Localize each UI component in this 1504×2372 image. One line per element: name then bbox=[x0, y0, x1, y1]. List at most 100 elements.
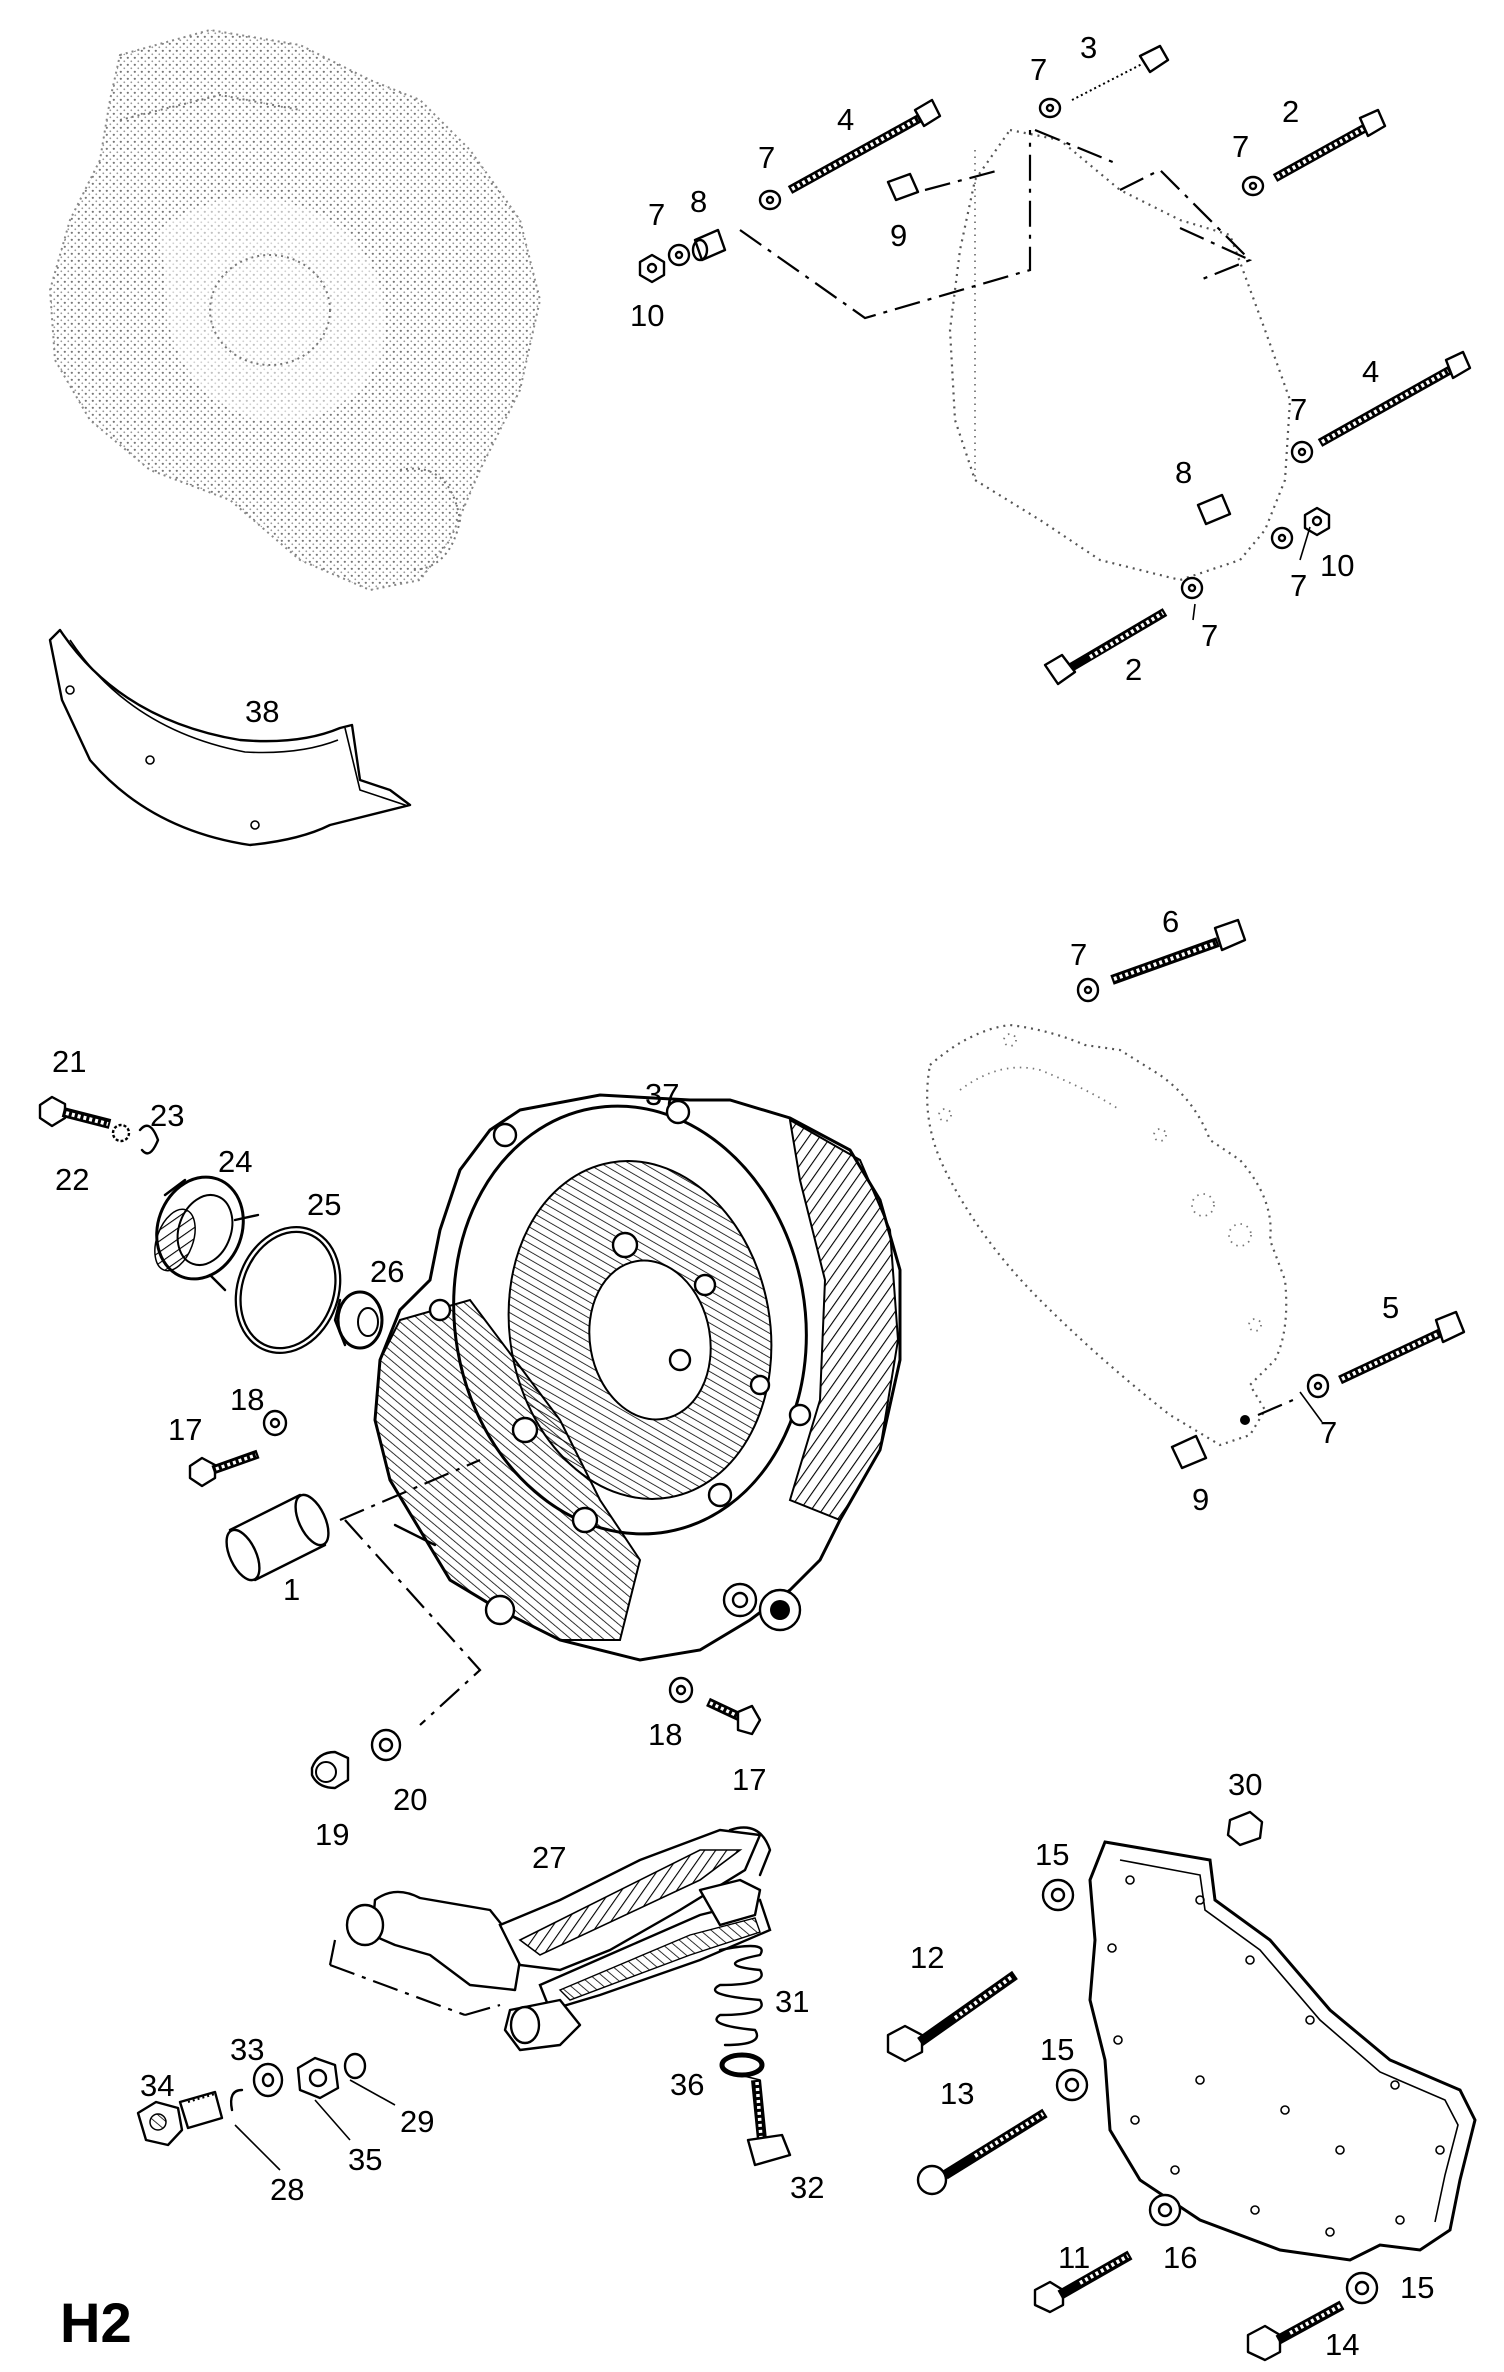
callout-9-a: 9 bbox=[890, 218, 907, 253]
part-4-bolt-right bbox=[1317, 350, 1472, 447]
callout-34: 34 bbox=[140, 2068, 174, 2103]
bottom-cover-plate bbox=[1088, 1840, 1477, 2262]
part-17-bolt-right bbox=[706, 1697, 762, 1736]
callout-31: 31 bbox=[775, 1984, 809, 2019]
part-2-bolt-lower bbox=[1043, 608, 1168, 686]
callout-12: 12 bbox=[910, 1940, 944, 1975]
part-25-o-ring bbox=[234, 1225, 342, 1355]
part-14-bolt bbox=[1246, 2300, 1345, 2362]
callout-leaders bbox=[234, 526, 1323, 2171]
part-20-washer bbox=[370, 1728, 402, 1762]
callout-18-b: 18 bbox=[648, 1717, 682, 1752]
callout-11: 11 bbox=[1058, 2240, 1090, 2275]
callout-7-f: 7 bbox=[1290, 568, 1307, 603]
part-16-washer bbox=[1148, 2193, 1182, 2227]
callout-7-h: 7 bbox=[1070, 937, 1087, 972]
cover-plate-outline bbox=[948, 128, 1292, 582]
callout-28: 28 bbox=[270, 2172, 304, 2207]
part-5-bolt bbox=[1170, 1310, 1466, 1470]
leader-lines-middle bbox=[339, 1458, 482, 1726]
part-23-circlip bbox=[138, 1124, 160, 1155]
callout-32: 32 bbox=[790, 2170, 824, 2205]
callout-17-b: 17 bbox=[732, 1762, 766, 1797]
callout-labels: 3 7 4 2 7 7 7 8 9 10 4 7 8 7 10 7 2 38 6… bbox=[52, 30, 1434, 2362]
callout-10-b: 10 bbox=[1320, 548, 1354, 583]
part-31-spring bbox=[713, 1944, 763, 2047]
part-17-bolt-left bbox=[188, 1449, 260, 1488]
callout-7-i: 7 bbox=[1320, 1415, 1337, 1450]
callout-2-b: 2 bbox=[1125, 652, 1142, 687]
part-27-shift-mechanism bbox=[328, 1826, 772, 2052]
part-29-ring bbox=[343, 2052, 367, 2080]
callout-3: 3 bbox=[1080, 30, 1097, 65]
part-26-seal bbox=[333, 1290, 384, 1350]
callout-7-b: 7 bbox=[1232, 129, 1249, 164]
part-33-washer bbox=[252, 2062, 284, 2098]
page-code: H2 bbox=[60, 2291, 132, 2354]
callout-33: 33 bbox=[230, 2032, 264, 2067]
part-32-plunger bbox=[746, 2079, 792, 2167]
part-15-washers bbox=[1041, 1878, 1379, 2305]
callout-19: 19 bbox=[315, 1817, 349, 1852]
callout-27: 27 bbox=[532, 1840, 566, 1875]
leader-lines-top bbox=[739, 128, 1252, 320]
callout-23: 23 bbox=[150, 1098, 184, 1133]
part-38-bracket bbox=[48, 628, 412, 847]
callout-14: 14 bbox=[1325, 2327, 1359, 2362]
callout-20: 20 bbox=[393, 1782, 427, 1817]
callout-29: 29 bbox=[400, 2104, 434, 2139]
callout-24: 24 bbox=[218, 1144, 252, 1179]
part-18-washer-right bbox=[668, 1676, 694, 1704]
callout-22: 22 bbox=[55, 1162, 89, 1197]
callout-21: 21 bbox=[52, 1044, 86, 1079]
callout-17-a: 17 bbox=[168, 1412, 202, 1447]
callout-7-d: 7 bbox=[648, 197, 665, 232]
part-11-bolt bbox=[1033, 2250, 1133, 2314]
callout-25: 25 bbox=[307, 1187, 341, 1222]
washers-top bbox=[667, 97, 1314, 600]
part-19-plug bbox=[310, 1750, 350, 1790]
callout-7-g: 7 bbox=[1201, 618, 1218, 653]
gearbox-housing-context bbox=[48, 28, 542, 592]
callout-6: 6 bbox=[1162, 904, 1179, 939]
part-1-sleeve bbox=[225, 1493, 330, 1582]
part-35-nut bbox=[296, 2056, 340, 2100]
callout-4-b: 4 bbox=[1362, 354, 1379, 389]
callout-5: 5 bbox=[1382, 1290, 1399, 1325]
part-24-adjusting-ring bbox=[154, 1175, 260, 1292]
part-18-washer-left bbox=[262, 1409, 288, 1437]
callout-7-e: 7 bbox=[1290, 392, 1307, 427]
callout-36: 36 bbox=[670, 2067, 704, 2102]
callout-4-a: 4 bbox=[837, 102, 854, 137]
callout-13: 13 bbox=[940, 2076, 974, 2111]
part-12-bolt bbox=[886, 1970, 1018, 2063]
callout-35: 35 bbox=[348, 2142, 382, 2177]
part-4-bolt-upper bbox=[787, 98, 942, 194]
callout-37: 37 bbox=[645, 1077, 679, 1112]
callout-7-c: 7 bbox=[758, 140, 775, 175]
part-13-bolt bbox=[916, 2108, 1048, 2196]
part-36-washer bbox=[719, 2052, 765, 2078]
callout-15-b: 15 bbox=[1040, 2032, 1074, 2067]
callout-16: 16 bbox=[1163, 2240, 1197, 2275]
part-30-nut bbox=[1226, 1810, 1264, 1847]
callout-18-a: 18 bbox=[230, 1382, 264, 1417]
part-34-pivot-bush bbox=[136, 2090, 224, 2147]
callout-26: 26 bbox=[370, 1254, 404, 1289]
callout-15-a: 15 bbox=[1035, 1837, 1069, 1872]
part-3-bolt bbox=[1071, 44, 1170, 101]
part-6-bolt bbox=[1076, 918, 1247, 1003]
callout-38: 38 bbox=[245, 694, 279, 729]
callout-15-c: 15 bbox=[1400, 2270, 1434, 2305]
callout-1: 1 bbox=[283, 1572, 300, 1607]
callout-30: 30 bbox=[1228, 1767, 1262, 1802]
part-2-bolt-upper bbox=[1272, 108, 1387, 182]
small-parts-top bbox=[638, 172, 1331, 537]
callout-10-a: 10 bbox=[630, 298, 664, 333]
callout-7-a: 7 bbox=[1030, 52, 1047, 87]
part-21-bolt bbox=[38, 1095, 112, 1129]
callout-8-a: 8 bbox=[690, 184, 707, 219]
gasket-outline bbox=[926, 1023, 1288, 1447]
callout-9-b: 9 bbox=[1192, 1482, 1209, 1517]
